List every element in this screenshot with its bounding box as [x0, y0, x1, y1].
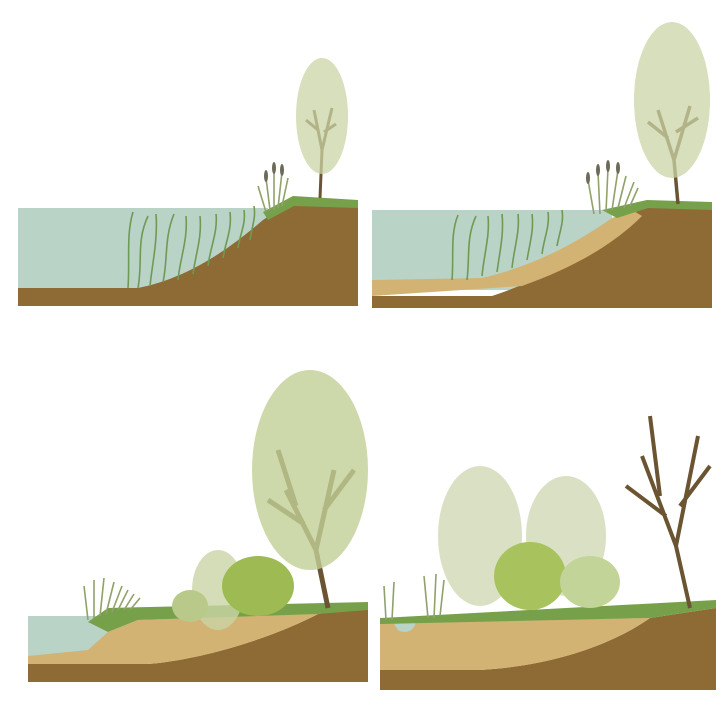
panel-2-illustration	[372, 10, 718, 310]
panel-4-illustration	[380, 396, 718, 696]
shrub	[494, 542, 566, 610]
tree-trunk	[626, 416, 710, 608]
panel-3-illustration	[28, 360, 373, 690]
tree-crown	[252, 370, 368, 570]
tree-crown	[634, 22, 710, 178]
succession-panel-1	[18, 20, 363, 310]
shrub	[222, 556, 294, 616]
panel-1-illustration	[18, 20, 363, 310]
shrub	[172, 590, 208, 622]
succession-panel-2	[372, 10, 718, 310]
tree-crown	[296, 58, 348, 174]
succession-panel-4	[380, 396, 718, 696]
reed-clump	[384, 574, 444, 620]
succession-panel-3	[28, 360, 373, 690]
shrub	[560, 556, 620, 608]
